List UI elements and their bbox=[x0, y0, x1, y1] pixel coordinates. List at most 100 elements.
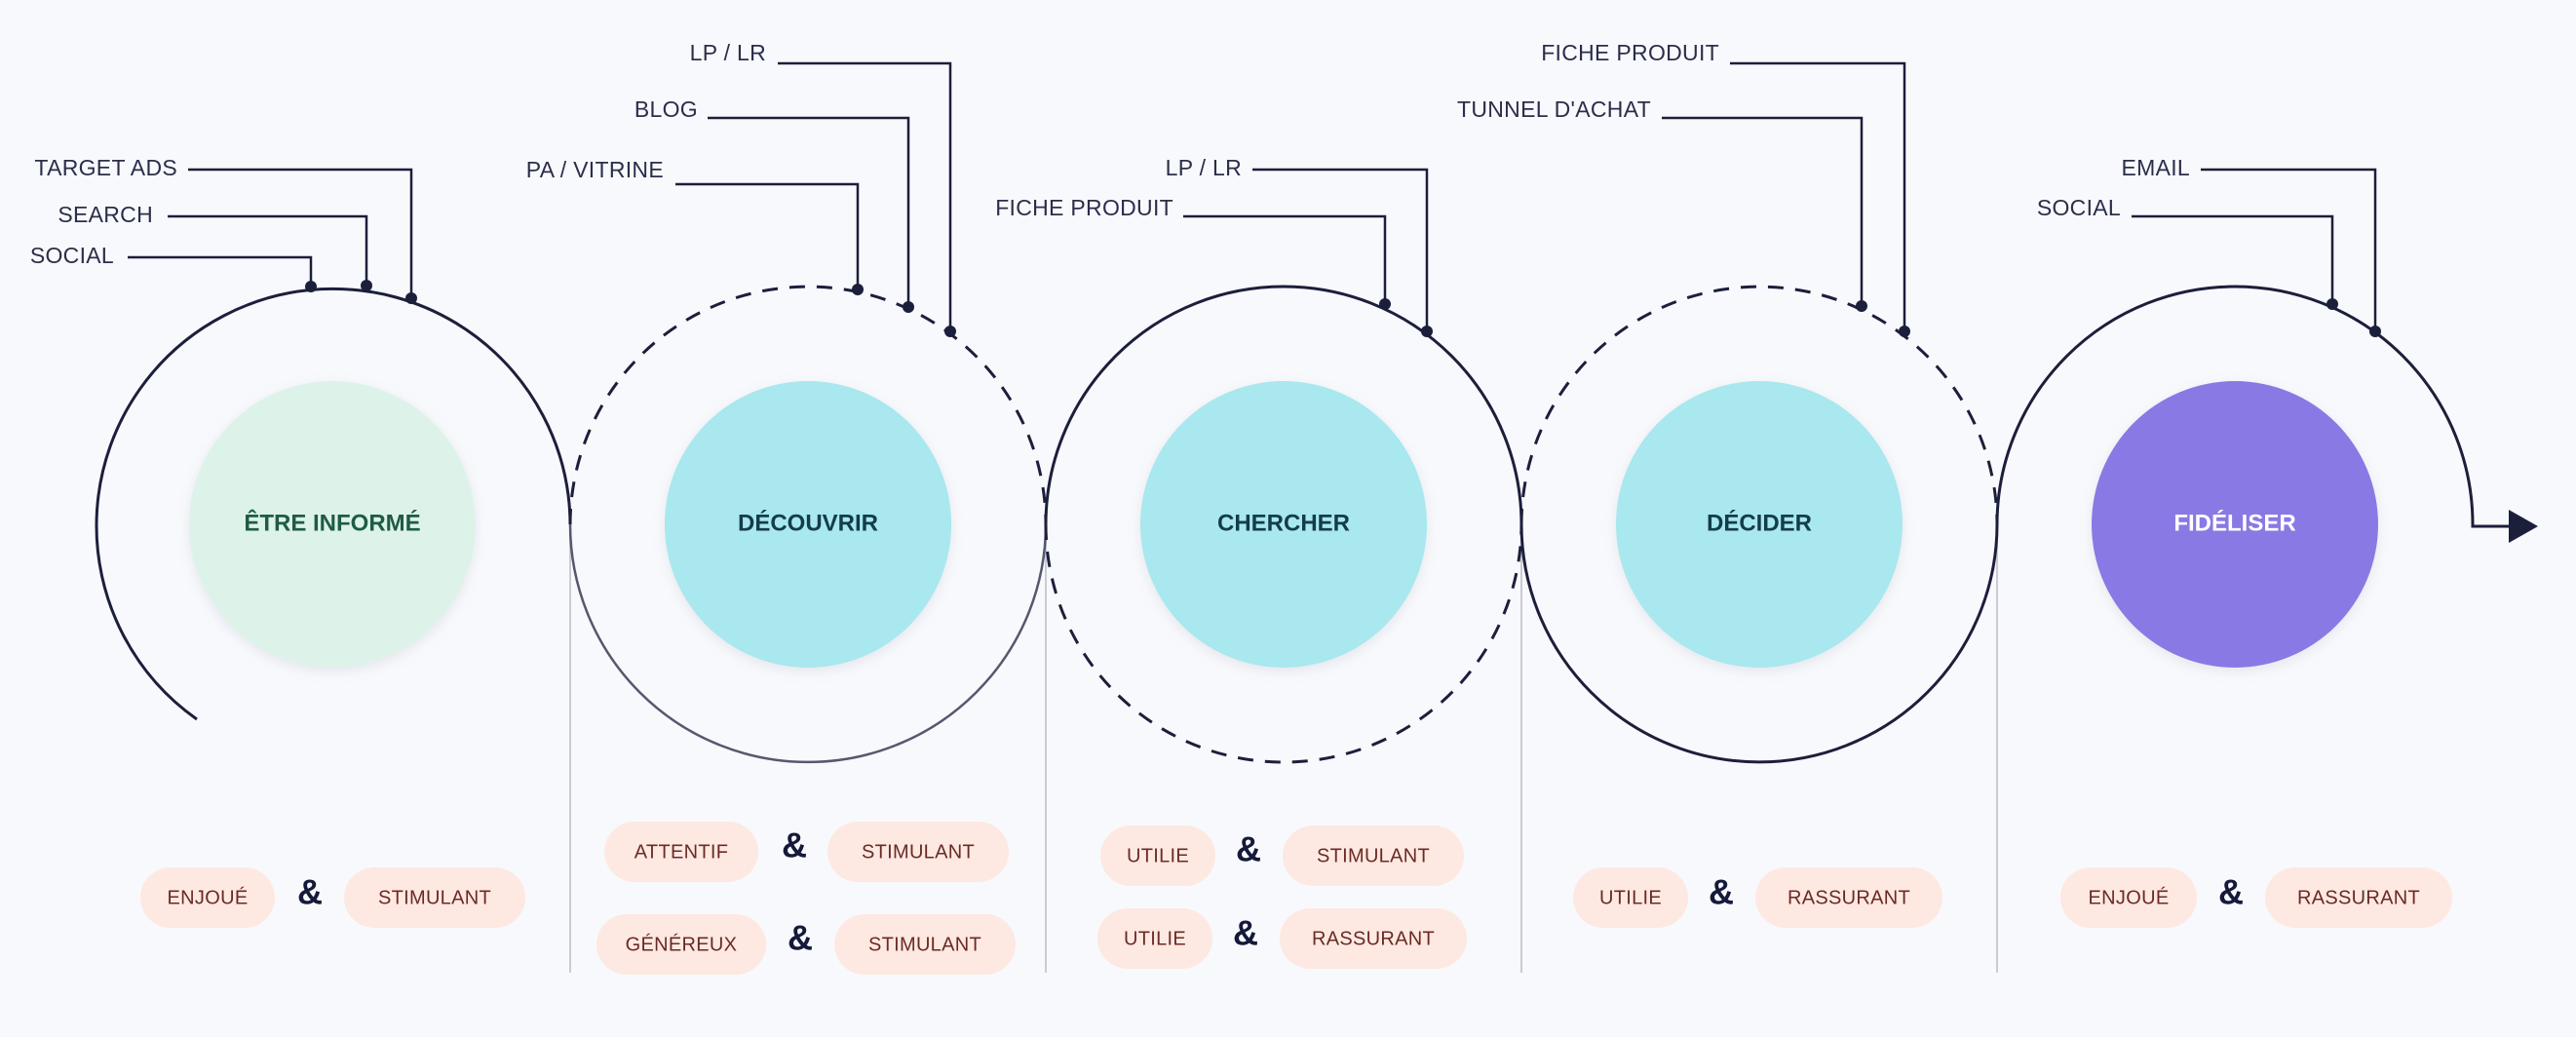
tone-pill-label: STIMULANT bbox=[1317, 845, 1430, 866]
callout-line-email bbox=[2201, 168, 2377, 331]
tone-pill-label: RASSURANT bbox=[1312, 928, 1435, 949]
touchpoint-label: FICHE PRODUIT bbox=[1541, 40, 1719, 65]
callout-dot bbox=[903, 301, 914, 313]
callout-dot bbox=[944, 326, 956, 337]
touchpoint-callouts bbox=[128, 61, 2377, 331]
tone-pill bbox=[344, 867, 525, 928]
tone-pill bbox=[1280, 908, 1467, 969]
tone-row: ATTENTIF & STIMULANT bbox=[604, 822, 1009, 882]
callout-line-lp-lr-2 bbox=[1252, 168, 1429, 331]
callout-line-fiche-produit-2 bbox=[1730, 61, 1906, 331]
stage-circle-chercher bbox=[1140, 381, 1427, 668]
tone-pill-label: RASSURANT bbox=[2297, 887, 2420, 908]
tone-pill-label: ENJOUÉ bbox=[168, 886, 249, 908]
touchpoint-label: LP / LR bbox=[1166, 155, 1242, 180]
tone-pill bbox=[2265, 867, 2452, 928]
tone-pill bbox=[1755, 867, 1942, 928]
ampersand: & bbox=[297, 872, 323, 912]
tone-pills: ENJOUÉ & STIMULANT ATTENTIF & STIMULANT … bbox=[140, 822, 2452, 975]
touchpoint-label: TARGET ADS bbox=[34, 155, 177, 180]
touchpoint-label: FICHE PRODUIT bbox=[995, 195, 1173, 220]
arrow-head-icon bbox=[2509, 510, 2538, 543]
tone-pill-label: RASSURANT bbox=[1788, 887, 1910, 908]
tone-pill bbox=[604, 822, 758, 882]
callout-dot bbox=[305, 281, 317, 292]
stage-dividers bbox=[569, 526, 1998, 973]
callout-dot bbox=[361, 280, 372, 291]
stage-title: DÉCIDER bbox=[1707, 509, 1812, 536]
orbit-stage-3-bottom bbox=[1044, 523, 1523, 764]
ampersand: & bbox=[1233, 913, 1258, 953]
callout-dot bbox=[405, 292, 417, 304]
callout-dot bbox=[852, 284, 864, 295]
journey-path bbox=[95, 285, 2509, 764]
touchpoint-label: SEARCH bbox=[58, 202, 153, 227]
callout-dot bbox=[1899, 326, 1910, 337]
tone-pill bbox=[596, 914, 766, 975]
callout-line-target-ads bbox=[188, 168, 413, 298]
tone-pill-label: GÉNÉREUX bbox=[626, 933, 738, 955]
callout-line-pa-vitrine bbox=[675, 182, 860, 289]
tone-pill-label: STIMULANT bbox=[868, 934, 981, 955]
tone-pill-label: ATTENTIF bbox=[634, 841, 728, 863]
tone-pill-label: UTILIE bbox=[1124, 928, 1186, 949]
tone-pill bbox=[1283, 826, 1464, 886]
stage-circle-etre-informe bbox=[189, 381, 476, 668]
tone-pill-label: ENJOUÉ bbox=[2089, 886, 2170, 908]
tone-row: ENJOUÉ & RASSURANT bbox=[2060, 867, 2452, 928]
tone-pill-label: STIMULANT bbox=[862, 841, 975, 863]
touchpoint-label: PA / VITRINE bbox=[526, 157, 664, 182]
orbit-stage-2-top bbox=[568, 285, 1048, 525]
stage-titles: ÊTRE INFORMÉ DÉCOUVRIR CHERCHER DÉCIDER … bbox=[244, 509, 2295, 536]
tone-pill bbox=[140, 867, 275, 928]
tone-pill bbox=[2060, 867, 2197, 928]
tone-pill bbox=[1100, 826, 1215, 886]
stage-title: CHERCHER bbox=[1217, 510, 1350, 536]
orbit-stage-4-top bbox=[1519, 285, 1999, 525]
callout-dots bbox=[305, 280, 2381, 337]
tone-pill bbox=[1573, 867, 1688, 928]
tone-row: UTILIE & RASSURANT bbox=[1573, 867, 1942, 928]
orbit-stage-4-bottom bbox=[1519, 523, 1999, 764]
tone-pill bbox=[827, 822, 1009, 882]
tone-pill-label: STIMULANT bbox=[378, 887, 491, 908]
tone-row: GÉNÉREUX & STIMULANT bbox=[596, 914, 1016, 975]
ampersand: & bbox=[782, 826, 807, 865]
touchpoint-label: TUNNEL D'ACHAT bbox=[1457, 96, 1651, 122]
arrow-line bbox=[2471, 524, 2509, 528]
tone-row: UTILIE & STIMULANT bbox=[1100, 826, 1464, 886]
touchpoint-label: LP / LR bbox=[690, 40, 766, 65]
stage-title: FIDÉLISER bbox=[2173, 509, 2295, 536]
callout-dot bbox=[1421, 326, 1433, 337]
touchpoint-label: SOCIAL bbox=[30, 243, 114, 268]
ampersand: & bbox=[788, 918, 813, 958]
stage-title: DÉCOUVRIR bbox=[738, 509, 878, 536]
callout-line-tunnel bbox=[1662, 116, 1864, 306]
callout-line-fiche-produit bbox=[1183, 214, 1387, 304]
ampersand: & bbox=[2218, 872, 2244, 912]
tone-pill-label: UTILIE bbox=[1599, 887, 1662, 908]
tone-pill bbox=[834, 914, 1016, 975]
callout-dot bbox=[1379, 298, 1391, 310]
touchpoint-label: BLOG bbox=[634, 96, 698, 122]
callout-line-lp-lr bbox=[778, 61, 952, 331]
stage-circle-decouvrir bbox=[665, 381, 951, 668]
stage-circle-fideliser bbox=[2092, 381, 2378, 668]
tone-pill-label: UTILIE bbox=[1127, 845, 1189, 866]
ampersand: & bbox=[1709, 872, 1734, 912]
orbit-stage-2-bottom bbox=[568, 523, 1048, 764]
orbit-stage-5-top bbox=[1995, 285, 2475, 525]
ampersand: & bbox=[1236, 829, 1261, 869]
touchpoint-label: SOCIAL bbox=[2037, 195, 2121, 220]
callout-dot bbox=[2369, 326, 2381, 337]
callout-line-social bbox=[128, 255, 313, 287]
stage-title: ÊTRE INFORMÉ bbox=[244, 509, 420, 536]
tone-pill bbox=[1097, 908, 1212, 969]
tone-row: UTILIE & RASSURANT bbox=[1097, 908, 1467, 969]
touchpoint-labels: TARGET ADS SEARCH SOCIAL LP / LR BLOG PA… bbox=[30, 40, 2190, 268]
callout-dot bbox=[2326, 298, 2338, 310]
stage-circles bbox=[189, 381, 2378, 668]
callout-line-social-2 bbox=[2132, 214, 2334, 304]
stage-circle-decider bbox=[1616, 381, 1903, 668]
